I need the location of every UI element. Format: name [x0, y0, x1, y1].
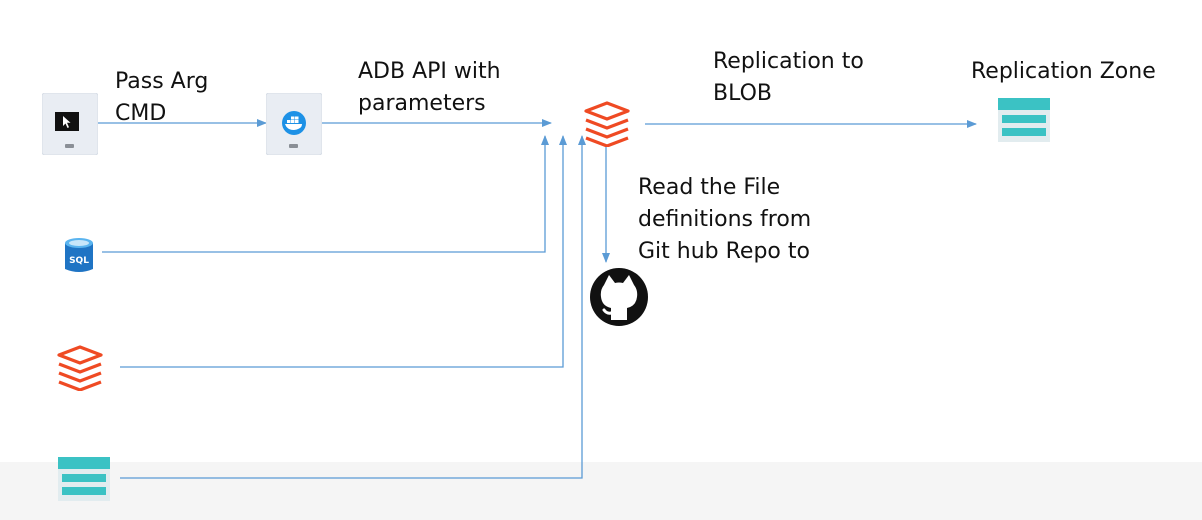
azure-sql-icon: SQL — [62, 236, 96, 276]
databricks-source-icon — [56, 345, 104, 391]
sql-text: SQL — [69, 256, 89, 266]
arrow-storage-source-to-databricks — [120, 135, 586, 479]
storage-source-icon — [58, 457, 110, 501]
arrow-databricks-source-to-databricks — [120, 135, 567, 368]
canvas-bottom-band — [0, 462, 1202, 520]
terminal-vm-icon — [42, 93, 98, 155]
label-pass-arg-cmd: Pass Arg CMD — [115, 69, 209, 126]
github-icon — [583, 268, 655, 326]
label-replication-to-blob: Replication to BLOB — [713, 49, 864, 106]
arrow-sql-to-databricks — [102, 135, 549, 253]
databricks-main-icon — [583, 101, 631, 147]
replication-zone-storage-icon — [998, 98, 1050, 142]
label-read-file-definitions: Read the File definitions from Git hub R… — [638, 175, 812, 264]
label-adb-api-with-parameters: ADB API with parameters — [358, 59, 501, 116]
label-replication-zone: Replication Zone — [971, 59, 1156, 84]
docker-vm-icon — [266, 93, 322, 155]
